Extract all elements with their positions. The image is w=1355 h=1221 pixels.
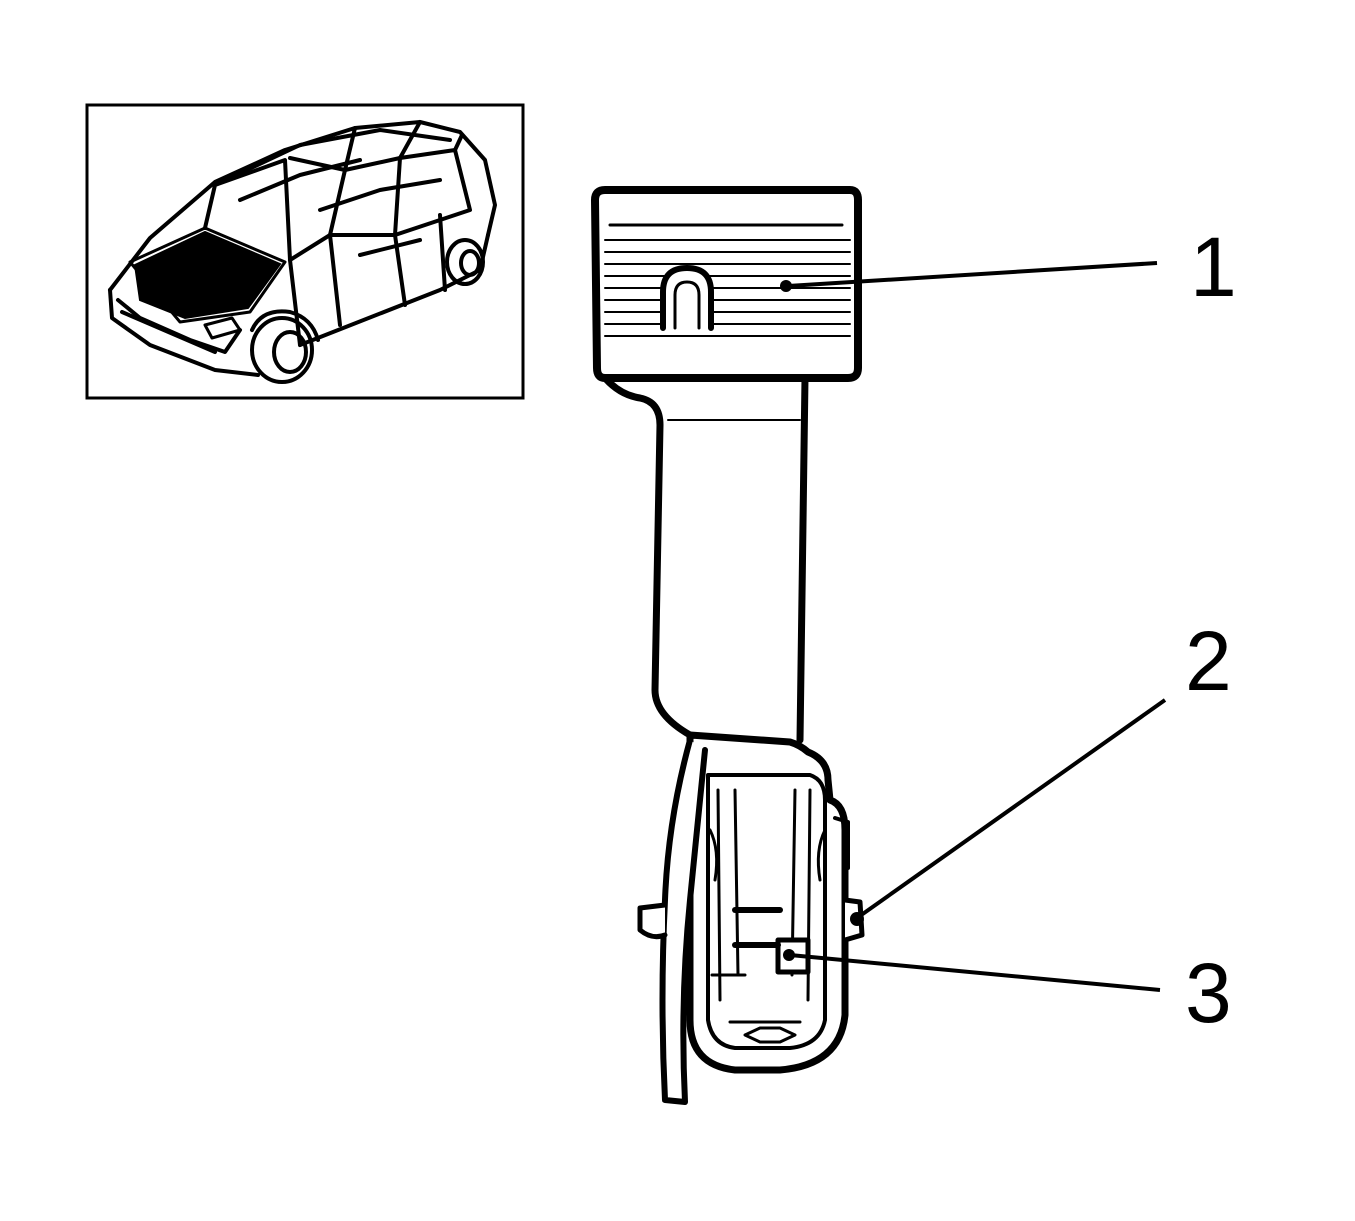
duct-top-flange [591,186,862,382]
callout-3-dot [783,949,795,961]
callout-2: 2 [850,614,1232,926]
callout-1-label: 1 [1190,220,1237,314]
duct-lower-housing [637,731,865,1105]
callout-3: 3 [783,946,1232,1040]
callout-1-leader [787,261,1158,288]
callout-2-leader [855,698,1167,920]
engine-compartment-highlight [133,230,282,320]
callout-2-label: 2 [1185,614,1232,708]
callout-3-label: 3 [1185,946,1232,1040]
callout-3-leader [789,953,1161,992]
air-intake-duct-icon [591,186,865,1105]
callout-1: 1 [780,220,1237,314]
callout-2-dot [850,912,864,926]
vehicle-locator-inset [85,103,525,400]
duct-neck [601,374,809,744]
callout-1-dot [780,280,792,292]
